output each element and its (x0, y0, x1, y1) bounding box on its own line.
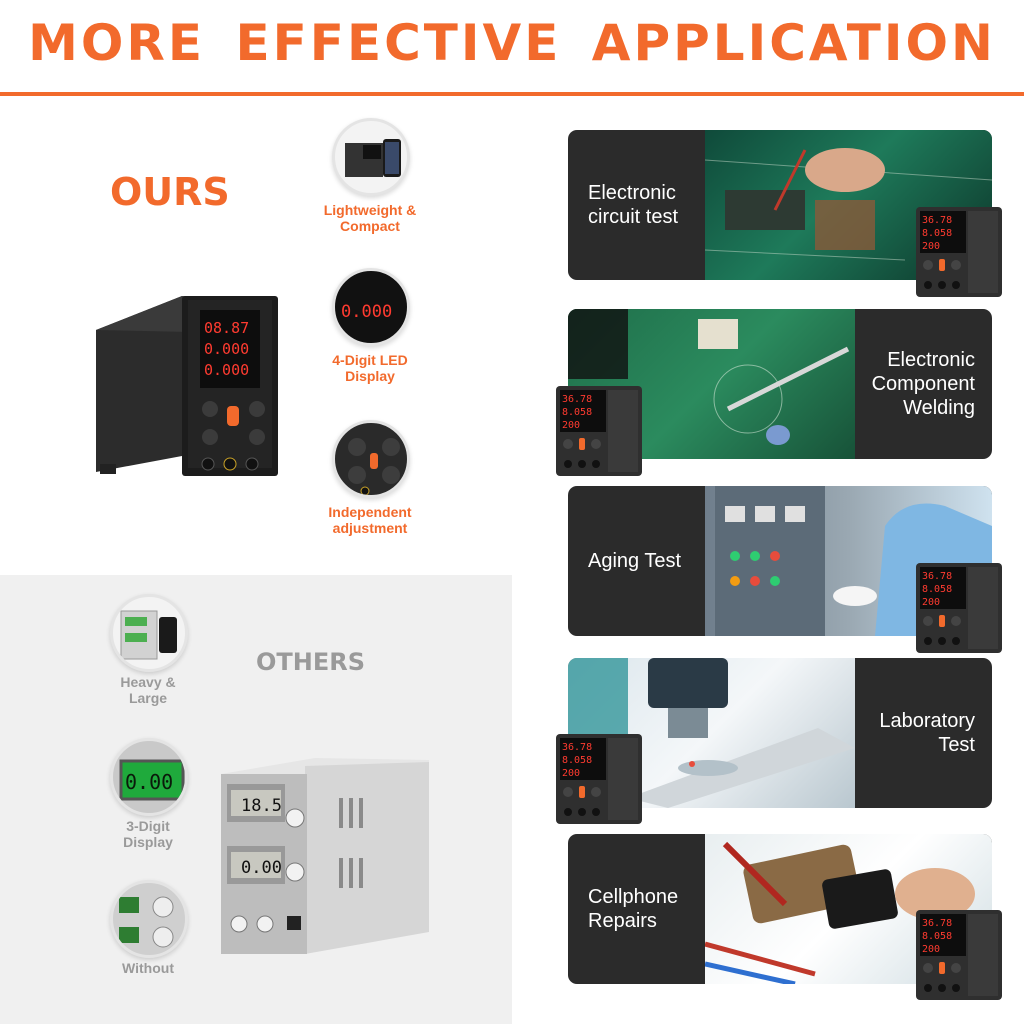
aging-test-photo (705, 486, 992, 636)
mini-voltage: 36.78 (562, 394, 592, 405)
mini-power: 200 (562, 420, 580, 431)
mini-power: 200 (562, 768, 580, 779)
mini-voltage: 36.78 (922, 215, 952, 226)
app-card-label: Laboratory Test (879, 710, 975, 756)
ours-current-readout: 0.000 (204, 340, 249, 358)
mini-voltage: 36.78 (922, 918, 952, 929)
mini-power-supply-1: 36.78 8.058 200 (916, 207, 1002, 297)
others-voltage-readout: 18.5 (241, 796, 282, 816)
mini-voltage: 36.78 (562, 742, 592, 753)
ours-power-supply-image: 08.87 0.000 0.000 (96, 296, 278, 476)
ours-power-readout: 0.000 (204, 361, 249, 379)
large-psu-icon (110, 594, 188, 672)
lightweight-compact-label: Lightweight & Compact (323, 202, 417, 234)
without-label: Without (122, 960, 174, 976)
heavy-large-label: Heavy & Large (120, 674, 176, 706)
app-card-label: Electronic Component Welding (871, 349, 975, 419)
app-card-label: Cellphone Repairs (588, 886, 679, 932)
independent-adjustment-label: Independent adjustment (328, 504, 412, 536)
mini-power: 200 (922, 241, 940, 252)
mini-voltage: 36.78 (922, 571, 952, 582)
mini-current: 8.058 (922, 584, 952, 595)
mini-power-supply-4: 36.78 8.058 200 (556, 734, 642, 824)
mini-current: 8.058 (562, 407, 592, 418)
mini-power: 200 (922, 597, 940, 608)
app-card-label: Aging Test (588, 550, 682, 572)
mini-current: 8.058 (922, 931, 952, 942)
mini-current: 8.058 (922, 228, 952, 239)
mini-power-supply-2: 36.78 8.058 200 (556, 386, 642, 476)
others-label: OTHERS (256, 648, 366, 676)
led-display-icon: 0.000 (332, 268, 410, 346)
three-digit-display-label: 3-Digit Display (123, 818, 173, 850)
old-knobs-icon (110, 880, 188, 958)
lcd-display-readout: 0.00 (125, 770, 173, 794)
others-power-supply-image: 18.5 0.00 (221, 758, 429, 954)
others-current-readout: 0.00 (241, 858, 282, 878)
page-title: MORE EFFECTIVE APPLICATION (28, 14, 996, 72)
app-card-label: Electronic circuit test (588, 182, 679, 228)
mini-current: 8.058 (562, 755, 592, 766)
mini-power: 200 (922, 944, 940, 955)
mini-power-supply-5: 36.78 8.058 200 (916, 910, 1002, 1000)
knobs-icon (332, 420, 410, 498)
app-card-aging-test: Aging Test (568, 486, 992, 636)
title-divider (0, 92, 1024, 96)
app-card-cellphone-repairs: Cellphone Repairs (568, 834, 992, 984)
four-digit-led-label: 4-Digit LED Display (332, 352, 408, 384)
mini-power-supply-3: 36.78 8.058 200 (916, 563, 1002, 653)
compact-psu-icon (332, 118, 410, 196)
ours-voltage-readout: 08.87 (204, 319, 249, 337)
ours-label: OURS (110, 170, 230, 214)
lcd-display-icon: 0.00 (110, 738, 188, 816)
led-display-readout: 0.000 (341, 302, 392, 322)
